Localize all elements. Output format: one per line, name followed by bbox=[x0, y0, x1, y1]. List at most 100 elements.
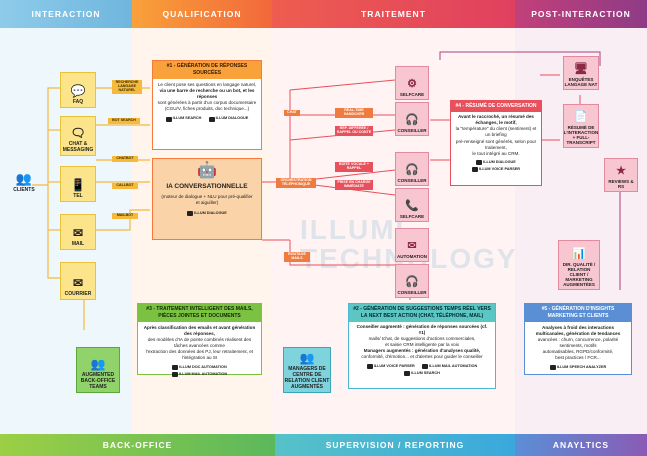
channel-chat-label: CHAT & MESSAGING bbox=[62, 141, 94, 153]
box4-line1: Avant le raccroché, un résumé des échang… bbox=[458, 113, 534, 125]
managers-icon: 👥 bbox=[299, 351, 315, 365]
back-office-teams-label: AUGMENTED BACK-OFFICE TEAMS bbox=[80, 372, 116, 390]
mail-icon: ✉ bbox=[72, 226, 84, 240]
agent-icon-2: 🎧 bbox=[405, 164, 419, 176]
channel-tel[interactable]: 📱 TEL bbox=[60, 166, 96, 202]
agent-icon: 🎧 bbox=[405, 114, 419, 126]
ia-illum-dialogue-badge: ILLUM DIALOGUE bbox=[187, 211, 227, 217]
band-supervision: SUPERVISION / REPORTING bbox=[275, 434, 515, 456]
box4-title: #4 - RÉSUMÉ DE CONVERSATION bbox=[451, 101, 541, 112]
conseiller-1-label: CONSEILLER bbox=[397, 128, 427, 133]
illum-search-badge: ILLUM SEARCH bbox=[165, 116, 201, 122]
managers[interactable]: 👥 MANAGERS DE CENTRE DE RELATION CLIENT … bbox=[283, 347, 331, 393]
selfcare-1-label: SELFCARE bbox=[399, 92, 425, 97]
conseiller-1[interactable]: 🎧 CONSEILLER bbox=[395, 102, 429, 136]
tag-chatbot: CHATBOT bbox=[112, 156, 138, 162]
tag-routage-mails: ROUTAGE MAILS bbox=[284, 252, 310, 262]
selfcare-2[interactable]: 📞 SELFCARE bbox=[395, 188, 429, 222]
mail-automation-badge: ILLUM MAIL AUTOMATION bbox=[171, 372, 227, 377]
tag-mailbot: MAILBOT bbox=[112, 213, 138, 219]
illum-dialogue-badge: ILLUM DIALOGUE bbox=[208, 116, 248, 122]
box4-line4: le tout intégré au CRM. bbox=[472, 150, 520, 156]
conseiller-2-label: CONSEILLER bbox=[397, 178, 427, 183]
tag-orchestration: ORCHESTRATION TÉLÉPHONIQUE bbox=[276, 178, 316, 188]
transcript-icon: 📄 bbox=[574, 111, 588, 123]
resume-interaction[interactable]: 📄 RÉSUMÉ DE L'INTERACTION + FULL-TRANSCR… bbox=[563, 104, 599, 148]
automation-label: AUTOMATION bbox=[396, 254, 428, 259]
box2-title: #2 - GÉNÉRATION DE SUGGESTIONS TEMPS RÉE… bbox=[349, 304, 495, 322]
dir-qualite-label: DIR. QUALITÉ / RELATION CLIENT / MARKETI… bbox=[562, 262, 596, 287]
selfcare-icon: ⚙ bbox=[407, 78, 417, 90]
box4-voice-badge: ILLUM VOICE PARSER bbox=[471, 167, 520, 173]
reviews-label: REVIEWS & RS bbox=[608, 179, 634, 189]
box1-line4: (CGU/V, fiches produits, doc technique..… bbox=[164, 106, 250, 112]
tag-boite-vocale: BOÎTE VOCALE + RAPPEL bbox=[335, 162, 373, 172]
channel-mail-label: MAIL bbox=[71, 241, 85, 247]
enquetes[interactable]: 🖥 ENQUÊTES LANGAGE NAT bbox=[563, 56, 599, 90]
enquetes-label: ENQUÊTES LANGAGE NAT bbox=[564, 77, 598, 87]
box2-line3: et saisie CRM intelligente par la voix bbox=[384, 342, 460, 348]
reviews[interactable]: ★ REVIEWS & RS bbox=[604, 158, 638, 192]
box5-line1: Analyses à froid des interactions multic… bbox=[535, 324, 621, 336]
watermark-line1: ILLUMI bbox=[300, 214, 406, 245]
box3-line3: l'extraction des données des PJ, leur re… bbox=[145, 349, 254, 361]
chat-icon: 🗨 bbox=[70, 126, 86, 140]
channel-courrier[interactable]: ✉ COURRIER bbox=[60, 262, 96, 300]
conseiller-3-label: CONSEILLER bbox=[397, 290, 427, 295]
box-ia-conversationnelle: 🤖 IA CONVERSATIONNELLE (moteur de dialog… bbox=[152, 158, 262, 240]
dir-qualite[interactable]: 📊 DIR. QUALITÉ / RELATION CLIENT / MARKE… bbox=[558, 240, 600, 290]
channel-tel-label: TEL bbox=[73, 193, 83, 199]
tag-callbot: CALLBOT bbox=[112, 183, 138, 189]
conseiller-3[interactable]: 🎧 CONSEILLER bbox=[395, 264, 429, 298]
clients-group: 👥 CLIENTS bbox=[8, 172, 40, 193]
box5-title: #5 - GÉNÉRATION D'INSIGHTS MARKETING ET … bbox=[525, 304, 631, 322]
selfcare-1[interactable]: ⚙ SELFCARE bbox=[395, 66, 429, 100]
letter-icon: ✉ bbox=[72, 276, 84, 290]
band-interaction: INTERACTION bbox=[0, 0, 132, 28]
phone-selfcare-icon: 📞 bbox=[405, 200, 419, 212]
agent-icon-3: 🎧 bbox=[405, 276, 419, 288]
box2-search-badge: ILLUM SEARCH bbox=[404, 371, 440, 376]
box-suggestions-temps-reel: #2 - GÉNÉRATION DE SUGGESTIONS TEMPS RÉE… bbox=[348, 303, 496, 389]
managers-label: MANAGERS DE CENTRE DE RELATION CLIENT AU… bbox=[284, 366, 330, 390]
box-traitement-mails: #3 - TRAITEMENT INTELLIGENT DES MAILS, P… bbox=[137, 303, 262, 377]
box-resume-conversation: #4 - RÉSUMÉ DE CONVERSATION Avant le rac… bbox=[450, 100, 542, 186]
tag-recherche: RECHERCHE LANGAGE NATUREL bbox=[112, 80, 142, 94]
box2-line5: conformité, d'émotion... et d'alertes po… bbox=[361, 354, 483, 360]
box5-line2: avancées : churn, concurrence, polarité … bbox=[537, 336, 619, 349]
band-post-interaction: POST-INTERACTION bbox=[515, 0, 647, 28]
tag-rep-differee: RÉP. DIFFÉRÉE / RAPPEL OU CONTE bbox=[335, 126, 373, 136]
box3-line2: des modèles d'IA de pointe combinés réal… bbox=[147, 336, 252, 349]
channel-mail[interactable]: ✉ MAIL bbox=[60, 214, 96, 250]
tag-prise-en-charge: PRISE EN CHARGE IMMÉDIATE bbox=[335, 180, 373, 190]
back-office-teams[interactable]: 👥 AUGMENTED BACK-OFFICE TEAMS bbox=[76, 347, 120, 393]
automation-icon: ✉ bbox=[407, 240, 417, 252]
channel-chat[interactable]: 🗨 CHAT & MESSAGING bbox=[60, 116, 96, 156]
box-insights-marketing: #5 - GÉNÉRATION D'INSIGHTS MARKETING ET … bbox=[524, 303, 632, 375]
phone-icon: 📱 bbox=[70, 178, 86, 192]
voice-parser-badge: ILLUM VOICE PARSER bbox=[366, 364, 415, 369]
box1-line3: sont générées à partir d'un corpus docum… bbox=[157, 100, 257, 106]
box3-title: #3 - TRAITEMENT INTELLIGENT DES MAILS, P… bbox=[138, 304, 261, 322]
clients-icon: 👥 bbox=[15, 171, 33, 186]
box2-line2: mails/ tchat, de suggestions d'actions c… bbox=[368, 335, 476, 341]
conseiller-2[interactable]: 🎧 CONSEILLER bbox=[395, 152, 429, 186]
box-generation-reponses: #1 - GÉNÉRATION DE RÉPONSES SOURCÉES Le … bbox=[152, 60, 262, 150]
doc-automation-badge: ILLUM DOC AUTOMATION bbox=[172, 365, 227, 370]
ia-title: IA CONVERSATIONNELLE bbox=[166, 183, 248, 190]
ia-subtitle: (moteur de dialogue + NLU pour pré-quali… bbox=[161, 193, 253, 205]
box2-line4: Managers augmentés : génération d'analys… bbox=[363, 348, 481, 354]
box4-line3: pré-renseigné sont générés, selon pour t… bbox=[455, 138, 537, 150]
automation[interactable]: ✉ AUTOMATION bbox=[395, 228, 429, 262]
box2-mail-automation-badge: ILLUM MAIL AUTOMATION bbox=[422, 364, 477, 369]
box4-line2: la "température" du client (sentiment) e… bbox=[455, 126, 537, 138]
channel-faq[interactable]: 💬 FAQ bbox=[60, 72, 96, 108]
tag-chat: CHAT bbox=[284, 110, 300, 116]
channel-courrier-label: COURRIER bbox=[64, 291, 92, 297]
box2-line1: Conseiller augmenté : génération de répo… bbox=[356, 323, 488, 335]
box5-line3: automatisables, RGPD/conformité, bbox=[542, 349, 614, 355]
survey-icon: 🖥 bbox=[574, 63, 588, 75]
band-traitement: TRAITEMENT bbox=[272, 0, 515, 28]
resume-label: RÉSUMÉ DE L'INTERACTION + FULL-TRANSCRIP… bbox=[563, 125, 599, 145]
channel-faq-label: FAQ bbox=[72, 99, 84, 105]
